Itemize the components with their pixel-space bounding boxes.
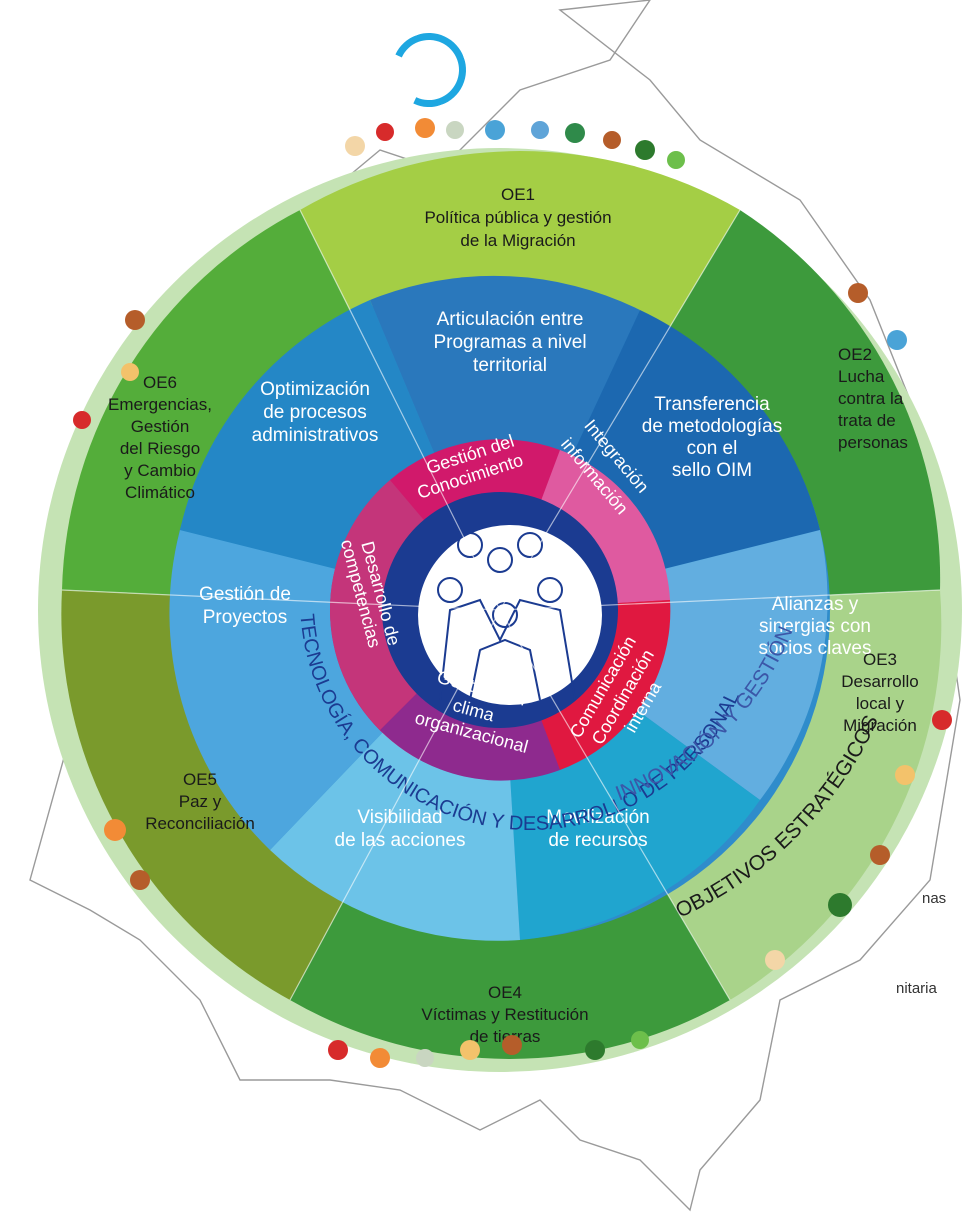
oe1-line1: Política pública y gestión [424,208,611,227]
oe4-code: OE4 [488,983,522,1002]
articulacion-line3: territorial [473,355,547,376]
oe4-line2: de tierras [470,1027,541,1046]
optimizacion-line3: administrativos [252,425,379,446]
alianzas-line2: sinergias con [759,616,871,637]
transferencia-line1: Transferencia [654,394,770,415]
oe1-line2: de la Migración [460,231,575,250]
transferencia-line4: sello OIM [672,460,752,481]
oe2-line1: Lucha [838,367,885,386]
optimizacion-line1: Optimización [260,379,370,400]
oe5-line1: Paz y [179,792,222,811]
oe2-line3: trata de [838,411,896,430]
center-people-illustration [418,525,602,705]
oe5-line2: Reconciliación [145,814,255,833]
articulacion-line1: Articulación entre [437,309,584,330]
oe6-line3: del Riesgo [120,439,200,458]
oe6-code: OE6 [143,373,177,392]
movilizacion-line2: de recursos [548,830,647,851]
alianzas-line3: socios claves [759,638,872,659]
decorative-ring-icons [73,118,952,1068]
oe2-line4: personas [838,433,908,452]
oe2-line2: contra la [838,389,904,408]
transferencia-line3: con el [687,438,738,459]
articulacion-line2: Programas a nivel [433,332,586,353]
proyectos-line1: Gestión de [199,584,291,605]
oe6-line4: y Cambio [124,461,196,480]
visibilidad-line1: Visibilidad [357,807,442,828]
oe2-code: OE2 [838,345,872,364]
movilizacion-line1: Movilización [546,807,649,828]
sector-dividers [61,209,941,1001]
left-text-fragment-2: nitaria [896,980,937,997]
oe3-code: OE3 [863,650,897,669]
alianzas-line1: Alianzas y [772,594,859,615]
oe3-line3: Migración [843,716,917,735]
proyectos-line2: Proyectos [203,607,287,628]
left-text-fragment-1: nas [922,890,947,907]
visibilidad-line2: de las acciones [335,830,466,851]
oe5-code: OE5 [183,770,217,789]
oe3-line1: Desarrollo [841,672,918,691]
oe3-line2: local y [856,694,905,713]
oe4-line1: Víctimas y Restitución [421,1005,588,1024]
oe6-line5: Climático [125,483,195,502]
optimizacion-line2: de procesos [263,402,367,423]
transferencia-line2: de metodologías [642,416,783,437]
oe1-code: OE1 [501,185,535,204]
oe6-line1: Emergencias, [108,395,212,414]
oe6-line2: Gestión [131,417,190,436]
